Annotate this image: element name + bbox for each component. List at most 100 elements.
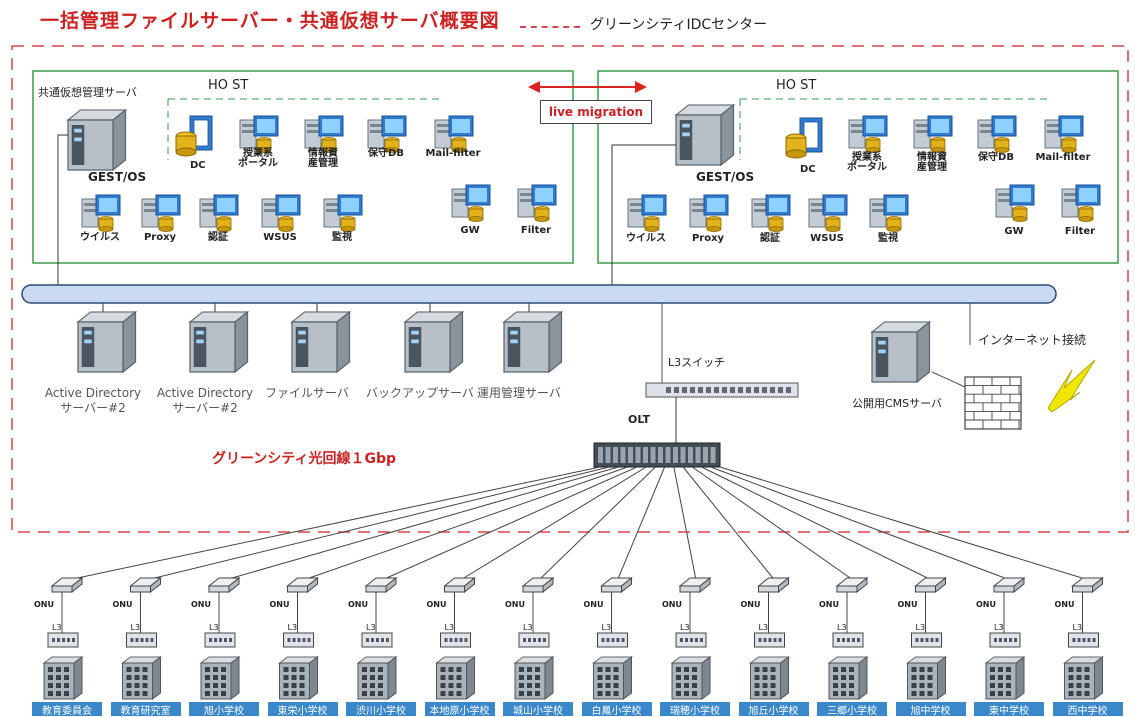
vm-label-row1-1-1: 情報資 産管理: [917, 152, 947, 173]
l3-switch-label: L3スイッチ: [668, 356, 726, 369]
lan-server-3: [403, 310, 465, 374]
school-l3-label-11: L3: [915, 623, 926, 632]
lan-server-label-2: ファイルサーバ: [265, 386, 349, 400]
cms-to-firewall-link: [931, 371, 966, 388]
idc-boundary: [11, 45, 1129, 533]
school-l3-label-6: L3: [523, 623, 533, 632]
vm-icon-row2-0-3: [261, 194, 301, 232]
onu-icon-7: [600, 576, 633, 594]
fiber-line-12: [710, 466, 1011, 581]
fiber-line-3: [303, 466, 628, 581]
fiber-line-6: [538, 466, 656, 581]
onu-label-9: ONU: [740, 600, 761, 609]
fiber-line-11: [701, 466, 932, 581]
school-label-6: 城山小学校: [503, 702, 573, 717]
school-l3-label-10: L3: [837, 623, 847, 632]
school-l3-label-13: L3: [1072, 623, 1083, 632]
vm-icon-row1-1-3: [1044, 115, 1084, 153]
fiber-line-8: [673, 466, 697, 581]
diagram-title: 一括管理ファイルサーバー・共通仮想サーバ概要図: [40, 10, 500, 32]
fiber-line-7: [617, 466, 666, 581]
fiber-line-9: [682, 466, 775, 581]
onu-icon-4: [364, 576, 398, 594]
school-l3-label-3: L3: [287, 623, 298, 632]
school-label-2: 旭小学校: [189, 702, 259, 717]
vm-icon-row2-1-1: [689, 194, 729, 232]
host-right-box: [597, 70, 1119, 264]
school-l3-icon-13: [1068, 632, 1099, 648]
fiber-line-0: [67, 466, 601, 581]
onu-label-8: ONU: [662, 600, 682, 609]
dc-icon-1: [785, 117, 823, 159]
vm-label-row1-0-3: Mail-filter: [425, 148, 481, 159]
onu-icon-10: [835, 576, 869, 594]
lan-server-label-4: 運用管理サーバ: [477, 386, 561, 400]
school-building-icon-1: [121, 656, 162, 700]
school-building-icon-7: [592, 656, 633, 700]
school-label-12: 東中学校: [974, 702, 1044, 717]
school-building-icon-3: [278, 656, 319, 700]
fiber-line-4: [381, 466, 638, 581]
vm-icon-row2-1-4: [869, 194, 909, 232]
vm-label-extra-1-0: GW: [1004, 226, 1024, 237]
onu-label-2: ONU: [191, 600, 211, 609]
vm-icon-row1-1-1: [913, 115, 953, 153]
school-l3-icon-3: [283, 632, 314, 648]
onu-icon-2: [207, 576, 241, 594]
school-l3-icon-2: [204, 632, 236, 648]
vm-label-row1-1-2: 保守DB: [978, 152, 1014, 163]
vm-label-dc-0: DC: [190, 160, 206, 171]
host-left-uplink: [57, 134, 68, 285]
onu-icon-6: [521, 576, 555, 594]
school-label-0: 教育委員会: [32, 702, 102, 717]
lan-server-2: [290, 310, 352, 374]
lan-backbone: [21, 284, 1057, 304]
vm-icon-row2-1-0: [627, 194, 667, 232]
onu-label-7: ONU: [583, 600, 604, 609]
fiber-line-5: [460, 466, 647, 581]
onu-label-12: ONU: [976, 600, 996, 609]
l3-switch-icon: [645, 382, 799, 398]
onu-label-11: ONU: [897, 600, 918, 609]
vm-label-row1-0-1: 情報資 産管理: [308, 148, 338, 169]
lan-server-label-0: Active Directory サーバー#2: [44, 386, 142, 415]
school-building-icon-10: [827, 656, 869, 700]
school-l3-icon-10: [832, 632, 864, 648]
school-l3-icon-7: [597, 632, 628, 648]
school-building-icon-9: [749, 656, 790, 700]
migration-arrowhead-right: [635, 81, 647, 93]
onu-label-6: ONU: [505, 600, 525, 609]
onu-icon-9: [757, 576, 790, 594]
school-building-icon-5: [435, 656, 476, 700]
school-l3-label-7: L3: [601, 623, 612, 632]
vm-icon-row1-1-0: [848, 115, 888, 153]
vm-icon-row2-1-3: [808, 194, 848, 232]
school-building-icon-11: [906, 656, 947, 700]
vm-icon-extra-1-0: [995, 184, 1035, 222]
onu-label-0: ONU: [34, 600, 54, 609]
cms-server-label: 公開用CMSサーバ: [852, 397, 943, 410]
school-l3-icon-11: [911, 632, 942, 648]
onu-label-5: ONU: [426, 600, 447, 609]
vm-label-dc-1: DC: [800, 164, 816, 175]
vm-label-row2-0-4: 監視: [332, 232, 352, 243]
vm-icon-extra-0-0: [451, 184, 491, 222]
onu-label-10: ONU: [819, 600, 839, 609]
fiber-line-13: [719, 466, 1089, 581]
school-building-icon-8: [670, 656, 712, 700]
vm-label-row2-0-1: Proxy: [143, 232, 177, 243]
school-label-8: 瑞穂小学校: [660, 702, 730, 717]
dc-icon-0: [175, 115, 213, 157]
vm-label-row1-0-2: 保守DB: [368, 148, 404, 159]
school-sites: [42, 466, 1104, 700]
vm-label-row2-1-2: 認証: [760, 233, 780, 244]
onu-icon-0: [50, 576, 84, 594]
vm-icon-row2-1-2: [751, 194, 791, 232]
onu-icon-12: [992, 576, 1026, 594]
vm-icon-extra-0-1: [517, 184, 557, 222]
onu-icon-3: [286, 576, 319, 594]
vm-label-row1-0-0: 授業系 ポータル: [238, 148, 278, 169]
school-label-9: 旭丘小学校: [738, 702, 809, 717]
vm-label-row2-0-2: 認証: [208, 232, 228, 243]
vm-icon-extra-1-1: [1061, 184, 1101, 222]
